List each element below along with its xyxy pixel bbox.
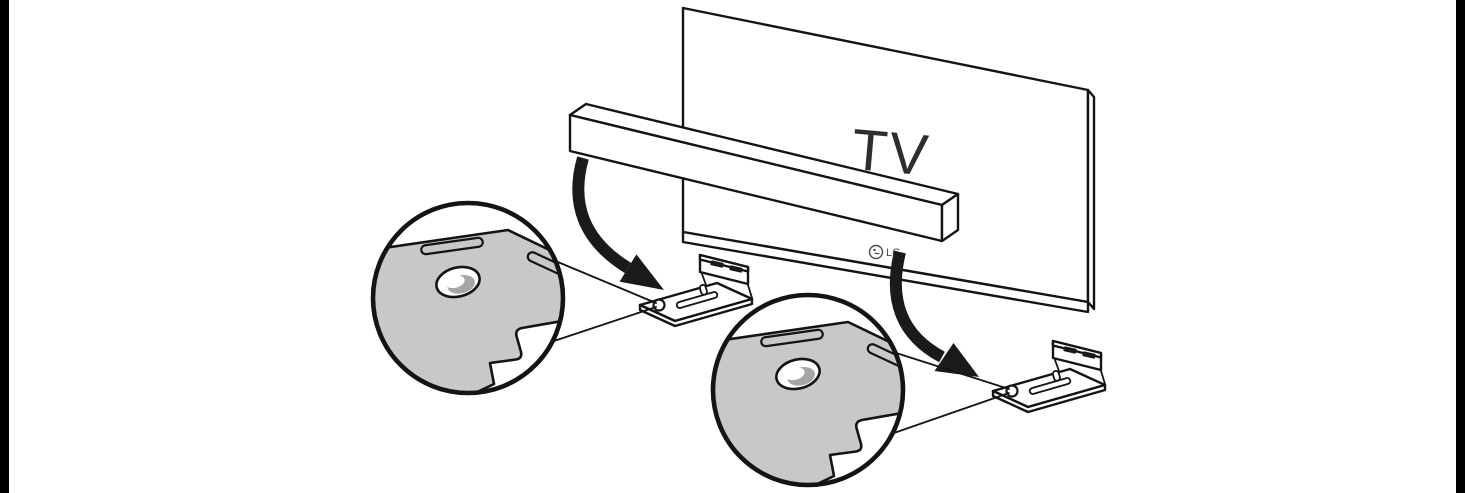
magnifier-line-left-lower	[550, 306, 657, 343]
wall-bracket-left	[638, 253, 754, 328]
callout-left-ring	[370, 200, 566, 396]
sound-bar-end-cap	[940, 192, 960, 243]
tv-bottom-edge	[681, 230, 1090, 314]
tv: TV LG	[681, 6, 1096, 314]
callout-left	[343, 200, 583, 410]
curved-arrow-left	[572, 156, 664, 290]
wall-bracket-right	[991, 339, 1107, 414]
magnifier-line-left-upper	[552, 259, 657, 304]
curved-arrow-right-shaft	[889, 250, 945, 363]
lg-logo-face-dot	[873, 248, 876, 252]
curved-arrow-left-shaft	[572, 156, 632, 274]
sound-bar	[568, 102, 960, 243]
callout-right-plate	[683, 322, 923, 493]
curved-arrow-left-head	[619, 254, 664, 290]
callout-left-plate	[343, 230, 583, 410]
magnifier-line-right-upper	[892, 351, 1010, 390]
pillarbox-left	[0, 0, 9, 493]
magnifier-line-right-lower	[890, 392, 1010, 435]
pillarbox-right	[1456, 0, 1465, 493]
tv-right-edge	[1086, 88, 1096, 311]
callout-right-ring	[710, 292, 906, 488]
lg-logo-mark	[868, 244, 884, 260]
callout-right	[683, 292, 923, 493]
